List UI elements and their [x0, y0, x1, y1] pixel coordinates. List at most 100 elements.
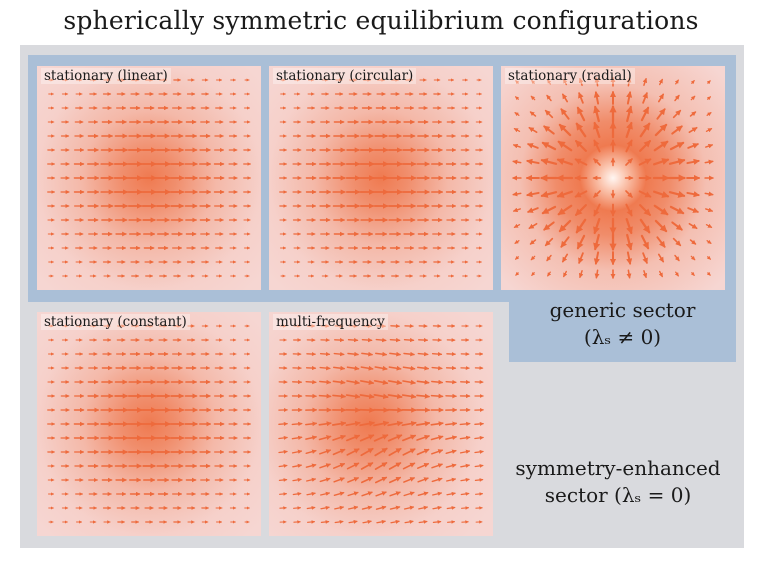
field-arrow: [578, 77, 584, 86]
field-arrow: [332, 379, 346, 385]
field-arrow: [402, 448, 416, 456]
field-arrow: [561, 253, 569, 263]
field-arrow: [373, 434, 389, 442]
field-plot-constant: [37, 312, 261, 536]
field-arrow: [305, 421, 318, 427]
field-arrow: [656, 236, 666, 248]
field-arrow: [389, 491, 401, 497]
field-arrow: [292, 463, 303, 468]
field-arrow: [512, 207, 521, 213]
field-arrow: [416, 434, 430, 441]
field-arrow: [402, 434, 417, 442]
field-arrow: [512, 191, 522, 197]
panel-label-circular: stationary (circular): [273, 68, 417, 84]
field-arrow: [674, 79, 679, 85]
field-arrow: [593, 158, 601, 166]
field-arrow: [430, 421, 444, 427]
field-arrow: [593, 91, 600, 105]
field-arrow: [361, 337, 373, 343]
field-arrow: [561, 93, 569, 103]
field-arrow: [672, 109, 682, 119]
field-arrow: [658, 270, 663, 278]
field-arrow: [560, 108, 570, 120]
panel-label-linear: stationary (linear): [41, 68, 171, 84]
panel-stationary-linear: stationary (linear): [37, 66, 261, 290]
field-arrow: [431, 449, 444, 455]
field-arrow: [556, 158, 574, 166]
field-arrow: [291, 449, 303, 454]
field-arrow: [345, 420, 361, 427]
field-arrow: [361, 476, 374, 484]
field-arrow: [541, 205, 557, 215]
field-arrow: [527, 207, 539, 213]
field-arrow: [388, 462, 402, 470]
field-arrow: [403, 337, 415, 343]
field-arrow: [418, 519, 428, 524]
field-arrow: [689, 239, 697, 245]
field-arrow: [671, 221, 683, 231]
field-arrow: [531, 80, 536, 85]
field-arrow: [293, 506, 302, 510]
field-arrow: [333, 365, 346, 371]
field-arrow: [431, 477, 443, 483]
field-arrow: [334, 519, 344, 524]
field-arrow: [688, 222, 698, 230]
field-arrow: [528, 126, 538, 134]
field-arrow: [446, 491, 456, 496]
field-arrow: [388, 379, 403, 385]
field-arrow: [376, 519, 386, 524]
field-arrow: [445, 449, 457, 455]
field-arrow: [417, 463, 430, 469]
field-arrow: [445, 421, 458, 427]
field-arrow: [687, 207, 699, 213]
field-arrow: [706, 96, 711, 101]
field-arrow: [558, 123, 572, 137]
field-arrow: [626, 91, 633, 105]
field-arrow: [593, 190, 601, 198]
field-arrow: [578, 252, 584, 264]
field-arrow: [474, 435, 484, 440]
field-arrow: [403, 491, 415, 497]
field-arrow: [430, 435, 444, 441]
field-arrow: [373, 393, 389, 400]
field-arrow: [544, 109, 554, 119]
field-arrow: [704, 191, 714, 197]
panel-stationary-constant: stationary (constant): [37, 312, 261, 536]
field-arrow: [578, 270, 584, 279]
field-arrow: [639, 140, 651, 152]
field-arrow: [705, 207, 714, 213]
field-arrow: [705, 128, 713, 133]
field-arrow: [576, 234, 586, 250]
field-arrow: [557, 204, 573, 216]
field-arrow: [432, 520, 442, 524]
field-arrow: [332, 393, 347, 399]
field-arrow: [401, 420, 417, 427]
field-plot-linear: [37, 66, 261, 290]
field-arrow: [278, 463, 288, 468]
field-arrow: [445, 435, 458, 440]
field-arrow: [430, 393, 444, 399]
field-arrow: [574, 190, 588, 198]
field-arrow: [347, 337, 359, 343]
field-arrow: [546, 254, 552, 262]
field-arrow: [347, 505, 359, 510]
field-arrow: [346, 434, 361, 442]
field-arrow: [527, 143, 539, 149]
field-arrow: [668, 190, 686, 198]
vector-field: [512, 77, 714, 279]
panel-stationary-circular: stationary (circular): [269, 66, 493, 290]
vector-field: [278, 323, 484, 524]
field-arrow: [415, 421, 431, 427]
panel-stationary-radial: stationary (radial): [501, 66, 725, 290]
field-arrow: [625, 203, 633, 217]
field-arrow: [431, 463, 443, 469]
field-arrow: [657, 93, 665, 103]
field-arrow: [318, 435, 332, 441]
vector-field: [47, 324, 252, 524]
field-arrow: [291, 435, 303, 440]
field-arrow: [652, 158, 670, 166]
field-arrow: [668, 158, 686, 166]
field-arrow: [360, 447, 374, 457]
field-arrow: [374, 365, 388, 371]
figure-title: spherically symmetric equilibrium config…: [63, 6, 699, 35]
